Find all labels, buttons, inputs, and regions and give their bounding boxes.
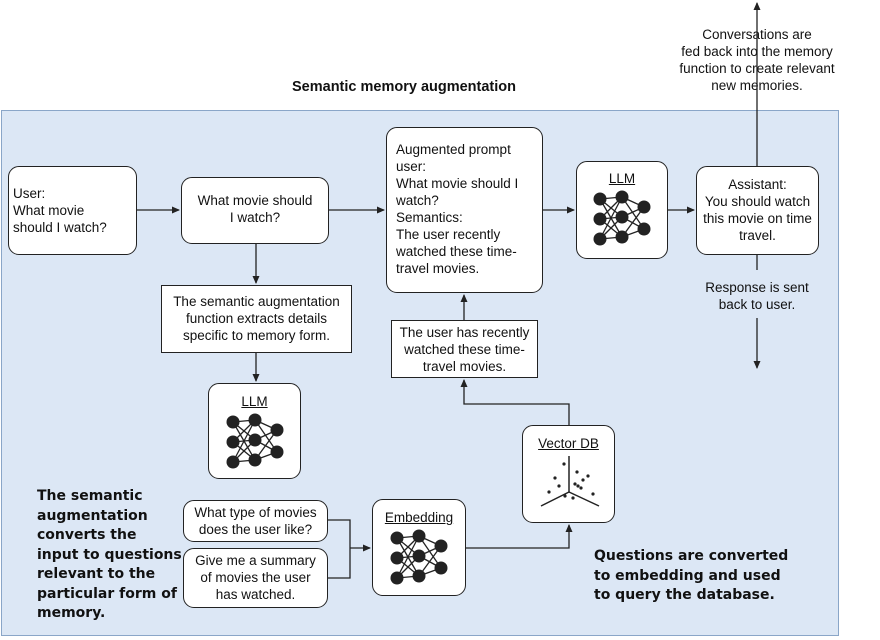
user-input-box: User: What movie should I watch? — [8, 166, 137, 255]
left-note-line: augmentation — [37, 507, 148, 524]
llm-top-label: LLM — [608, 171, 636, 186]
augmentation-explanation-note: The semantic augmentation converts the i… — [37, 487, 182, 624]
neural-network-icon — [390, 529, 448, 585]
embedding-box: Embedding — [372, 499, 466, 596]
assistant-line: travel. — [739, 228, 776, 243]
right-note-line: to query the database. — [594, 587, 775, 603]
q1-line: does the user like? — [198, 522, 313, 537]
user-box-line: should I watch? — [13, 220, 107, 235]
augmented-line: Semantics: — [396, 210, 463, 225]
q1-line: What type of movies — [194, 505, 317, 520]
assistant-line: You should watch — [704, 194, 811, 209]
q2-line: has watched. — [215, 587, 296, 602]
assistant-box: Assistant: You should watch this movie o… — [696, 166, 819, 255]
llm-top-box: LLM — [576, 161, 668, 259]
augmented-line: The user recently — [396, 227, 501, 242]
left-note-line: input to questions — [37, 546, 182, 563]
response-note-line: back to user. — [718, 297, 796, 312]
augmented-line: Augmented prompt — [396, 142, 511, 157]
vector-db-label: Vector DB — [538, 436, 599, 451]
left-note-line: The semantic — [37, 488, 143, 504]
augmented-line: travel movies. — [396, 261, 480, 276]
vector-db-box: Vector DB — [522, 425, 615, 523]
assistant-line: Assistant: — [728, 177, 787, 192]
questions-bracket — [328, 519, 351, 579]
arrow-embedding-to-vectordb — [466, 524, 573, 549]
extract-line: The semantic augmentation — [173, 294, 340, 309]
augmented-line: What movie should I — [396, 176, 519, 191]
vector-space-icon — [540, 456, 599, 507]
recent-line: travel movies. — [422, 359, 507, 374]
question-box: What movie should I watch? — [181, 177, 329, 244]
augmented-line: watched these time- — [396, 244, 517, 259]
user-box-line: What movie — [13, 203, 85, 218]
extract-line: specific to memory form. — [182, 328, 331, 343]
embedding-explanation-note: Questions are converted to embedding and… — [594, 547, 834, 606]
neural-network-icon — [593, 190, 651, 246]
arrow-vectordb-to-recent — [460, 379, 570, 425]
diagram-title: Semantic memory augmentation — [292, 79, 516, 95]
left-note-line: relevant to the — [37, 566, 156, 582]
recent-line: watched these time- — [404, 342, 525, 357]
augmented-line: user: — [396, 159, 427, 174]
left-note-line: particular form of — [37, 585, 177, 602]
augmented-line: watch? — [396, 193, 439, 208]
recent-movies-box: The user has recently watched these time… — [391, 320, 538, 378]
response-note: Response is sent back to user. — [690, 279, 824, 313]
recent-line: The user has recently — [399, 325, 530, 340]
q2-line: of movies the user — [200, 570, 311, 585]
q2-line: Give me a summary — [195, 553, 316, 568]
left-note-line: memory. — [37, 605, 106, 621]
embedding-label: Embedding — [384, 510, 454, 525]
llm-bottom-label: LLM — [241, 394, 268, 409]
assistant-line: this movie on time — [703, 211, 812, 226]
question-box-line: I watch? — [229, 210, 281, 225]
user-box-line: User: — [13, 186, 46, 201]
question-box-line: What movie should — [197, 193, 313, 208]
response-note-line: Response is sent — [705, 280, 809, 295]
left-note-line: converts the — [37, 527, 137, 543]
conversation-feedback-note: Conversations are fed back into the memo… — [666, 26, 848, 94]
right-note-line: Questions are converted — [594, 548, 789, 564]
question-one-box: What type of movies does the user like? — [183, 500, 328, 542]
augmented-prompt-box: Augmented prompt user: What movie should… — [386, 127, 543, 293]
semantic-extract-box: The semantic augmentation function extra… — [161, 285, 352, 353]
neural-network-icon — [226, 413, 283, 469]
llm-bottom-box: LLM — [208, 383, 301, 479]
right-note-line: to embedding and used — [594, 567, 781, 584]
extract-line: function extracts details — [185, 311, 328, 326]
question-two-box: Give me a summary of movies the user has… — [183, 548, 328, 608]
